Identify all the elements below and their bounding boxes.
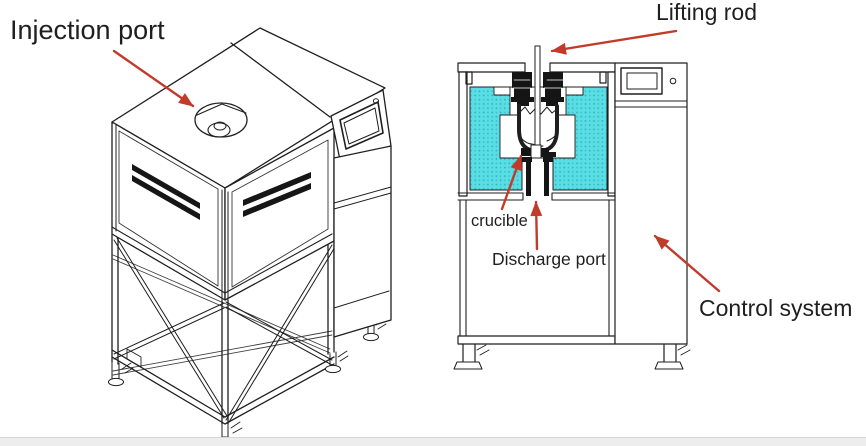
- discharge-port-label: Discharge port: [492, 249, 606, 269]
- clamp-seams: [512, 79, 564, 89]
- left-face-inner-frame: [118, 130, 219, 287]
- insulation-notch-right: [565, 86, 584, 96]
- injection-port-opening: [194, 102, 248, 138]
- lower-cabinet-walls: [459, 199, 610, 337]
- chamber-shelf: [457, 192, 616, 201]
- side-column-seams: [333, 186, 392, 309]
- discharge-port-arrow: [530, 200, 543, 251]
- annotation-labels: Injection port Lifting rod crucible Disc…: [10, 0, 852, 321]
- crucible-label: crucible: [471, 212, 528, 230]
- machine-isometric-view: [108, 27, 392, 446]
- control-system-label: Control system: [699, 295, 852, 321]
- stand-plate-detail: [126, 348, 142, 368]
- stand-posts: [111, 233, 335, 425]
- control-system-arrow: [653, 234, 721, 293]
- vent-slats-right: [243, 172, 311, 217]
- machine-feet: [108, 318, 387, 446]
- machine-cross-section-view: [453, 45, 691, 370]
- discharge-nozzle: [530, 144, 542, 159]
- panel-screen: [339, 101, 384, 150]
- right-face-inner-frame: [231, 139, 329, 288]
- page-footer-strip: [0, 437, 866, 446]
- cabinet-edge-lines: [115, 124, 229, 300]
- cross-section-legs: [462, 343, 677, 363]
- top-rear-seam: [230, 42, 331, 118]
- stand-bottom-rails: [111, 349, 335, 425]
- insulation-notch-left: [493, 86, 511, 96]
- control-column: [614, 62, 688, 345]
- base-strip: [457, 335, 616, 345]
- vent-slats-left: [132, 164, 200, 220]
- controller-screen-inner: [626, 72, 658, 90]
- leg-adjuster-marks: [476, 344, 691, 356]
- nozzle-seat-left: [521, 148, 531, 156]
- annotation-arrows: [112, 29, 721, 293]
- lid-tab-right: [599, 71, 607, 84]
- nozzle-seat-right: [541, 148, 556, 157]
- cabinet-bottom-band: [111, 226, 333, 294]
- lifting-rod-arrow: [550, 29, 678, 55]
- lid-tab-left: [465, 71, 473, 85]
- leg-pads: [453, 361, 684, 370]
- injection-port-arrow: [112, 49, 195, 108]
- controller-screen: [620, 67, 663, 95]
- side-column-face: [333, 145, 392, 338]
- lifting-rod-shaft: [534, 45, 541, 148]
- furnace-lid-right: [549, 62, 616, 73]
- stand-cross-braces: [113, 237, 336, 423]
- panel-screen-inner: [343, 107, 380, 145]
- furnace-wall-left: [458, 71, 468, 197]
- discharge-tube: [522, 157, 553, 196]
- crucible-arrow: [500, 154, 523, 211]
- panel-button: [372, 98, 380, 104]
- injection-port-label: Injection port: [10, 15, 165, 45]
- furnace-lid-left: [457, 62, 526, 73]
- furnace-wall-right: [607, 71, 616, 197]
- column-band: [614, 100, 688, 108]
- lifting-rod-label: Lifting rod: [656, 0, 757, 25]
- controller-button: [669, 77, 677, 85]
